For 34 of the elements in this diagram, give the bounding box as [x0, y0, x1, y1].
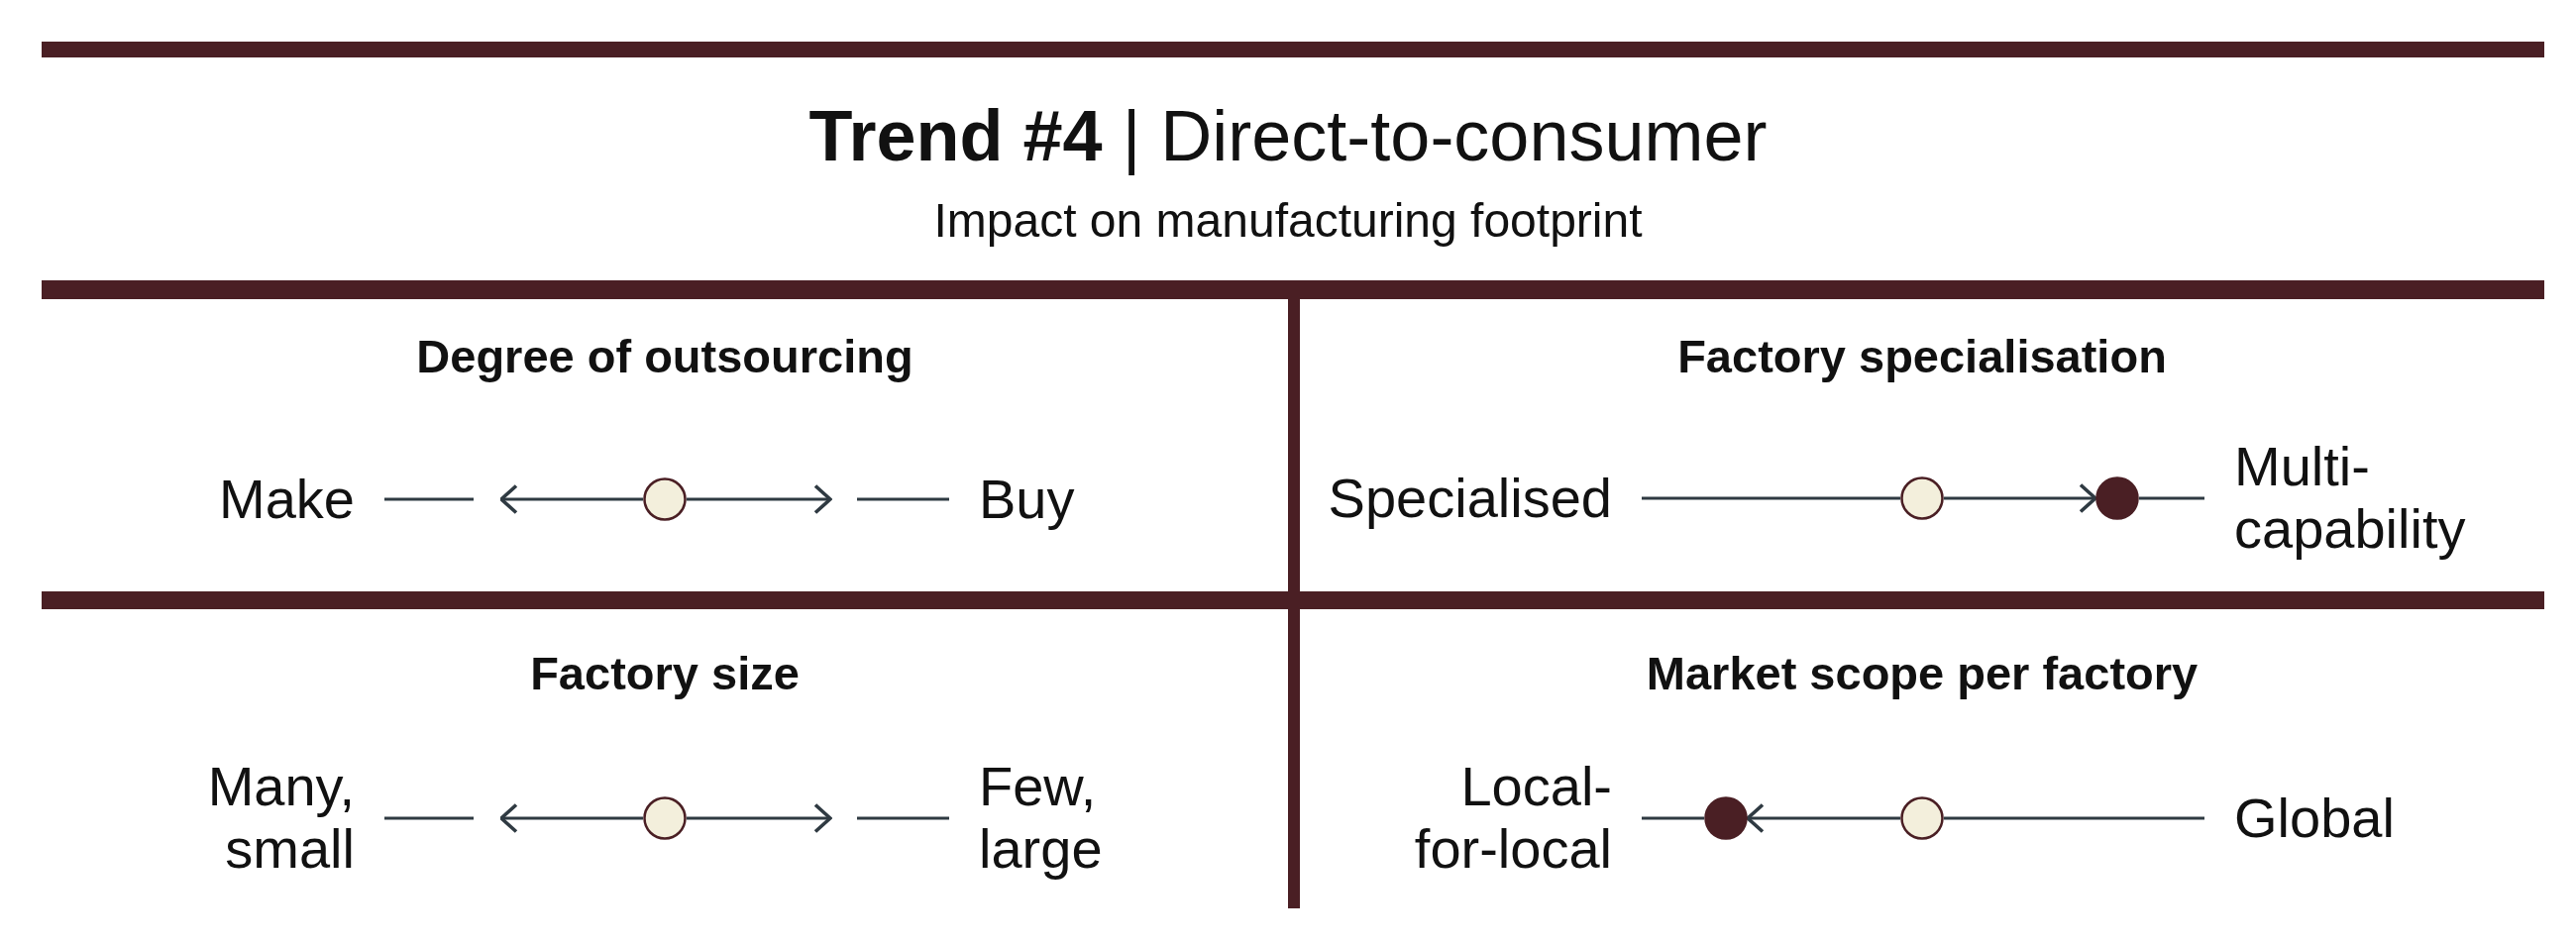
arrow — [687, 483, 832, 515]
connector-line — [1944, 816, 2204, 820]
scale-end-label: Many, small — [159, 756, 384, 881]
arrow — [499, 802, 643, 834]
arrow — [687, 802, 832, 834]
panel-heading: Market scope per factory — [1646, 647, 2199, 700]
position-marker — [1900, 476, 1944, 520]
scale-end-label: Few, large — [949, 756, 1153, 881]
connector-line — [857, 816, 949, 820]
arrow — [1746, 802, 1900, 834]
connector-line — [1642, 496, 1900, 500]
scale-end-label: Specialised — [1298, 467, 1642, 530]
target-dot — [2095, 476, 2139, 520]
scale-end-label: Multi-capability — [2204, 436, 2509, 561]
position-marker — [643, 477, 687, 521]
panel-heading: Degree of outsourcing — [416, 330, 913, 383]
scale-end-label: Buy — [949, 468, 1105, 531]
title: Trend #4 | Direct-to-consumer — [808, 94, 1768, 177]
arrow — [499, 483, 643, 515]
scale-end-label: Global — [2204, 787, 2424, 850]
connector-line — [2139, 496, 2204, 500]
connector-line — [384, 816, 474, 820]
connector-line — [384, 497, 474, 501]
scale-end-label: Make — [189, 468, 384, 531]
connector-line — [1642, 816, 1704, 820]
arrow — [1944, 482, 2097, 514]
scale-end-label: Local-for-local — [1365, 756, 1642, 881]
target-dot — [1704, 796, 1748, 840]
subtitle: Impact on manufacturing footprint — [933, 193, 1643, 249]
connector-line — [857, 497, 949, 501]
position-marker — [643, 796, 687, 840]
panel-heading: Factory specialisation — [1677, 330, 2167, 383]
panel-heading: Factory size — [530, 647, 800, 700]
position-marker — [1900, 796, 1944, 840]
